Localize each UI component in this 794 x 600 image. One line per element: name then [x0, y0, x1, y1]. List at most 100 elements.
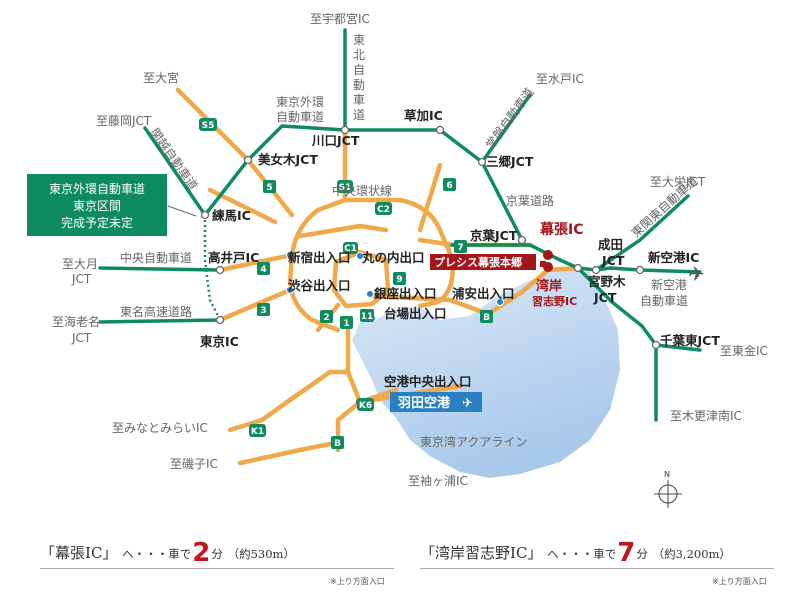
expressway-route-map: S5 5 S1 6 C2 C1 7 4 9 3 2 1 11 B K6 K1 B…: [27, 11, 768, 508]
node-narita-1: 成田: [598, 237, 623, 252]
compass-icon: N: [654, 470, 682, 508]
svg-text:11: 11: [361, 312, 374, 322]
airplane-icon: ✈: [462, 396, 473, 411]
route-badge-11: 11: [360, 309, 374, 322]
chuo-expressway: [98, 266, 222, 272]
road-tomei: 東名高速道路: [120, 304, 192, 319]
svg-text:3: 3: [260, 306, 266, 316]
svg-text:1: 1: [343, 319, 349, 329]
minutes-makuhari: 2: [192, 538, 211, 568]
minutes-wangan: 7: [617, 538, 636, 568]
node-kuko-chuo: 空港中央出入口: [384, 374, 472, 389]
svg-text:K1: K1: [251, 427, 264, 437]
dest-otsuki-2: JCT: [71, 272, 92, 286]
tateyama-expressway: [576, 266, 658, 422]
svg-text:B: B: [334, 439, 341, 449]
svg-text:4: 4: [260, 265, 266, 275]
airplane-icon: ✈: [688, 262, 705, 286]
route-badge-s1: S1: [337, 180, 353, 193]
road-gaikan-1: 東京外環: [276, 95, 324, 109]
node-wangan-2: 習志野IC: [532, 294, 577, 308]
tomei-expressway: [98, 318, 222, 324]
svg-text:B: B: [483, 313, 490, 323]
svg-text:東京区間: 東京区間: [73, 199, 121, 213]
node-nerima: 練馬IC: [212, 208, 251, 223]
svg-text:プレシス幕張本郷: プレシス幕張本郷: [434, 255, 522, 269]
node-soka: 草加IC: [404, 108, 443, 123]
property-marker: プレシス幕張本郷: [430, 250, 553, 272]
higashi-kanto-expressway: [594, 194, 690, 272]
access-wangan: 「湾岸習志野IC」 へ・・・車で7分 （約3,200m）: [420, 538, 731, 568]
node-daiba: 台場出入口: [384, 306, 447, 321]
kanetsu-expressway: [143, 126, 207, 217]
divider-right: [420, 568, 774, 569]
node-shinkuko-ic: 新空港IC: [648, 250, 699, 265]
route-badge-b: B: [480, 310, 493, 323]
gaikan-unfinished: [203, 215, 222, 321]
road-joban: 常磐自動車道: [483, 85, 537, 151]
node-narita-2: JCT: [601, 253, 625, 268]
svg-text:9: 9: [396, 275, 402, 285]
node-chiba-higashi: 千葉東JCT: [660, 333, 720, 348]
dest-sodegaura: 至袖ヶ浦IC: [408, 473, 468, 488]
road-tohoku-1: 東: [353, 33, 365, 47]
tokyo-bay: [352, 268, 620, 478]
node-keiyo-jct: 京葉JCT: [470, 228, 518, 243]
svg-text:東京外環自動車道: 東京外環自動車道: [49, 182, 145, 196]
route-badge-9: 9: [393, 272, 406, 285]
dest-mito: 至水戸IC: [536, 72, 584, 86]
route-badge-2: 2: [320, 310, 333, 323]
road-tohoku-2: 北: [353, 48, 365, 62]
route-badge-6: 6: [443, 178, 456, 191]
svg-text:7: 7: [457, 243, 463, 253]
route-badge-c2: C2: [375, 202, 392, 215]
road-tohoku-4: 動: [353, 78, 365, 92]
svg-text:N: N: [664, 470, 670, 479]
keiyo-road: [450, 243, 702, 274]
haneda-airport-badge: 羽田空港 ✈: [390, 392, 482, 412]
dest-taiei: 至大栄JCT: [650, 175, 706, 189]
road-shinkuko-1: 新空港: [651, 277, 687, 292]
dest-otsuki-1: 至大月: [62, 257, 98, 271]
svg-text:2: 2: [323, 313, 329, 323]
dest-fujioka: 至藤岡JCT: [96, 114, 152, 128]
route-badge-3: 3: [257, 303, 270, 316]
dest-ebina-2: JCT: [71, 331, 92, 345]
route-badge-7: 7: [454, 240, 467, 253]
svg-text:羽田空港: 羽田空港: [398, 395, 451, 411]
svg-text:S5: S5: [202, 121, 215, 131]
note-right: ※上り方面入口: [712, 577, 767, 586]
road-tohoku-3: 自: [353, 63, 365, 77]
route-badge-k6: K6: [357, 398, 374, 411]
node-takaido: 高井戸IC: [208, 250, 259, 265]
route-badge-s5: S5: [199, 118, 217, 131]
divider-left: [40, 568, 394, 569]
road-gaikan-2: 自動車道: [276, 110, 324, 124]
node-wangan-1: 湾岸: [536, 278, 562, 294]
svg-text:S1: S1: [339, 183, 352, 193]
dest-utsunomiya: 至宇都宮IC: [310, 11, 370, 26]
road-keiyo: 京葉道路: [506, 193, 554, 208]
road-tohoku-6: 道: [353, 108, 365, 122]
dest-omiya: 至大宮: [143, 70, 179, 85]
node-ginza: 銀座出入口: [373, 286, 437, 301]
node-shinjuku: 新宿出入口: [288, 250, 351, 265]
road-shinkuko-2: 自動車道: [640, 294, 688, 308]
node-misato: 三郷JCT: [486, 154, 534, 169]
svg-text:K6: K6: [359, 401, 372, 411]
road-aqualine: 東京湾アクアライン: [420, 434, 527, 449]
svg-text:完成予定未定: 完成予定未定: [61, 215, 133, 230]
node-makuhari: 幕張IC: [539, 221, 583, 238]
svg-text:C1: C1: [344, 244, 357, 254]
route-badge-c1: C1: [343, 242, 358, 254]
road-tohoku-5: 車: [353, 93, 365, 107]
node-miyanogi-2: JCT: [593, 290, 617, 305]
route-badge-1: 1: [340, 316, 353, 329]
dest-ebina-1: 至海老名: [52, 314, 100, 329]
node-kawaguchi: 川口JCT: [311, 133, 360, 148]
dest-kisarazu: 至木更津南IC: [670, 408, 742, 423]
joban-expressway: [480, 93, 532, 164]
dest-isogo: 至磯子IC: [170, 457, 218, 471]
node-tokyo-ic: 東京IC: [200, 334, 239, 349]
gaikan-notice-box: 東京外環自動車道 東京区間 完成予定未定: [27, 174, 167, 236]
